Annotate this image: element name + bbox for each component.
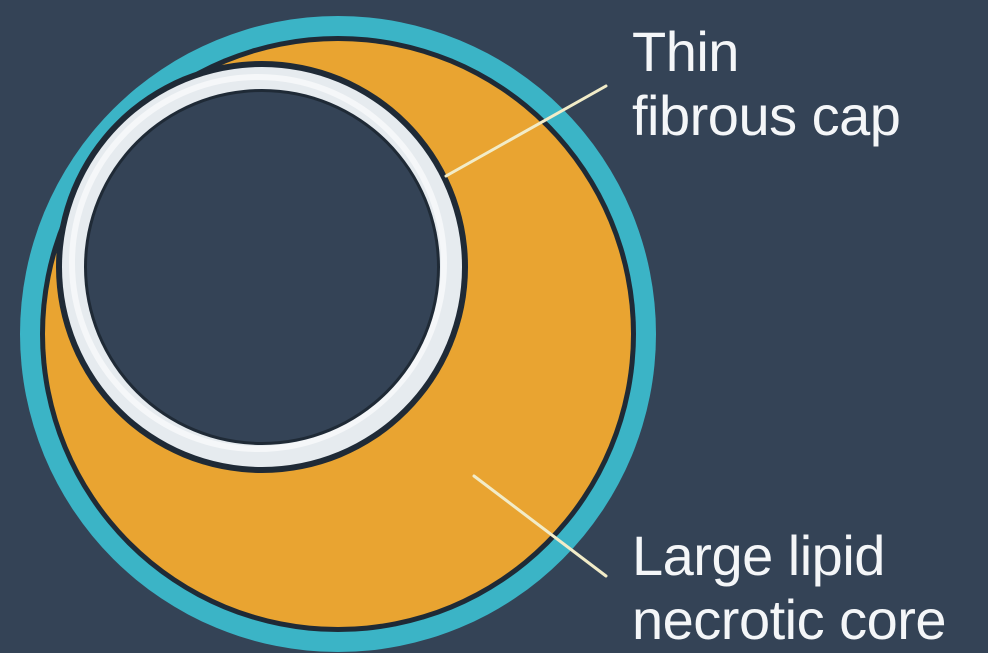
cap-label-line-1: Thin <box>632 20 900 84</box>
core-label-line-1: Large lipid <box>632 524 946 588</box>
vessel-lumen <box>87 92 437 442</box>
lipid-necrotic-core-label: Large lipid necrotic core <box>632 524 946 652</box>
cap-label-line-2: fibrous cap <box>632 84 900 148</box>
core-label-line-2: necrotic core <box>632 588 946 652</box>
thin-fibrous-cap-label: Thin fibrous cap <box>632 20 900 148</box>
